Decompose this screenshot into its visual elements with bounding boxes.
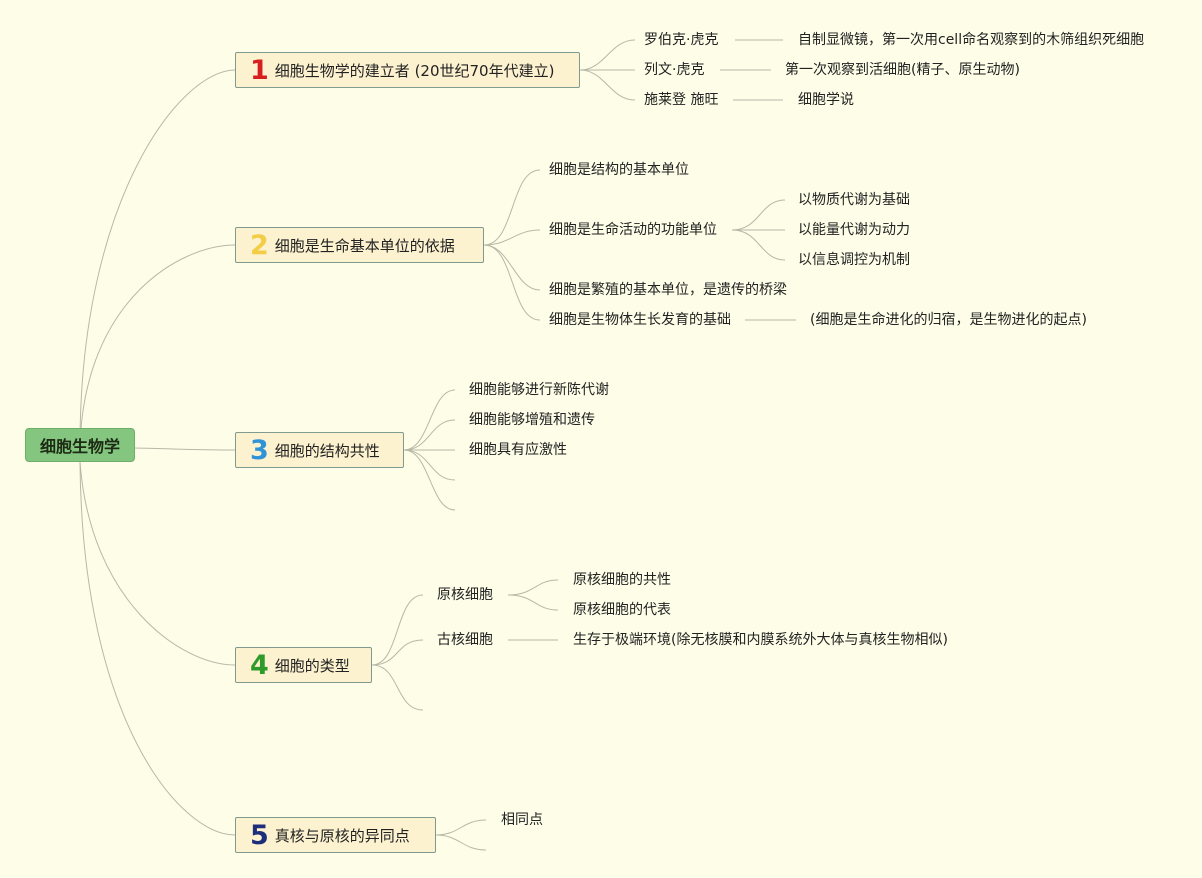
branch-1-item-2-note[interactable]: 第一次观察到活细胞(精子、原生动物) (785, 62, 1020, 78)
number-4-icon: 4 (250, 649, 269, 681)
branch-1-item-3[interactable]: 施莱登 施旺 (644, 92, 719, 108)
branch-2-item-2-sub-1[interactable]: 以物质代谢为基础 (798, 192, 910, 208)
branch-2-item-1[interactable]: 细胞是结构的基本单位 (549, 162, 689, 178)
branch-3-item-3[interactable]: 细胞具有应激性 (469, 442, 567, 458)
branch-1-item-1[interactable]: 罗伯克·虎克 (644, 32, 719, 48)
number-2-icon: 2 (250, 229, 269, 261)
branch-2-item-2-sub-3[interactable]: 以信息调控为机制 (798, 252, 910, 268)
branch-2-item-3[interactable]: 细胞是繁殖的基本单位，是遗传的桥梁 (549, 282, 787, 298)
branch-2-topic[interactable]: 2 细胞是生命基本单位的依据 (235, 227, 484, 263)
branch-3-label: 细胞的结构共性 (274, 441, 380, 460)
root-topic[interactable]: 细胞生物学 (25, 428, 135, 462)
branch-1-item-3-note[interactable]: 细胞学说 (798, 92, 854, 108)
branch-4-topic[interactable]: 4 细胞的类型 (235, 647, 372, 683)
branch-4-item-1-sub-2[interactable]: 原核细胞的代表 (573, 602, 671, 618)
number-1-icon: 1 (250, 54, 269, 86)
branch-4-item-1[interactable]: 原核细胞 (437, 587, 493, 603)
number-3-icon: 3 (250, 434, 269, 466)
branch-2-item-2[interactable]: 细胞是生命活动的功能单位 (549, 222, 717, 238)
number-5-icon: 5 (250, 819, 269, 851)
branch-1-item-1-note[interactable]: 自制显微镜，第一次用cell命名观察到的木筛组织死细胞 (798, 32, 1145, 48)
branch-4-label: 细胞的类型 (274, 656, 350, 675)
branch-4-item-2-note[interactable]: 生存于极端环境(除无核膜和内膜系统外大体与真核生物相似) (573, 632, 948, 648)
branch-5-topic[interactable]: 5 真核与原核的异同点 (235, 817, 436, 853)
branch-2-item-4-note[interactable]: (细胞是生命进化的归宿，是生物进化的起点) (810, 312, 1087, 328)
branch-2-label: 细胞是生命基本单位的依据 (274, 236, 455, 255)
branch-5-label: 真核与原核的异同点 (274, 826, 410, 845)
branch-3-topic[interactable]: 3 细胞的结构共性 (235, 432, 404, 468)
branch-3-item-2[interactable]: 细胞能够增殖和遗传 (469, 412, 595, 428)
branch-2-item-4[interactable]: 细胞是生物体生长发育的基础 (549, 312, 731, 328)
branch-1-topic[interactable]: 1 细胞生物学的建立者 (20世纪70年代建立) (235, 52, 580, 88)
branch-4-item-2[interactable]: 古核细胞 (437, 632, 493, 648)
branch-1-label: 细胞生物学的建立者 (20世纪70年代建立) (274, 61, 555, 80)
branch-2-item-2-sub-2[interactable]: 以能量代谢为动力 (798, 222, 910, 238)
branch-3-item-1[interactable]: 细胞能够进行新陈代谢 (469, 382, 609, 398)
branch-4-item-1-sub-1[interactable]: 原核细胞的共性 (573, 572, 671, 588)
branch-1-item-2[interactable]: 列文·虎克 (644, 62, 705, 78)
branch-5-item-1[interactable]: 相同点 (501, 812, 543, 828)
